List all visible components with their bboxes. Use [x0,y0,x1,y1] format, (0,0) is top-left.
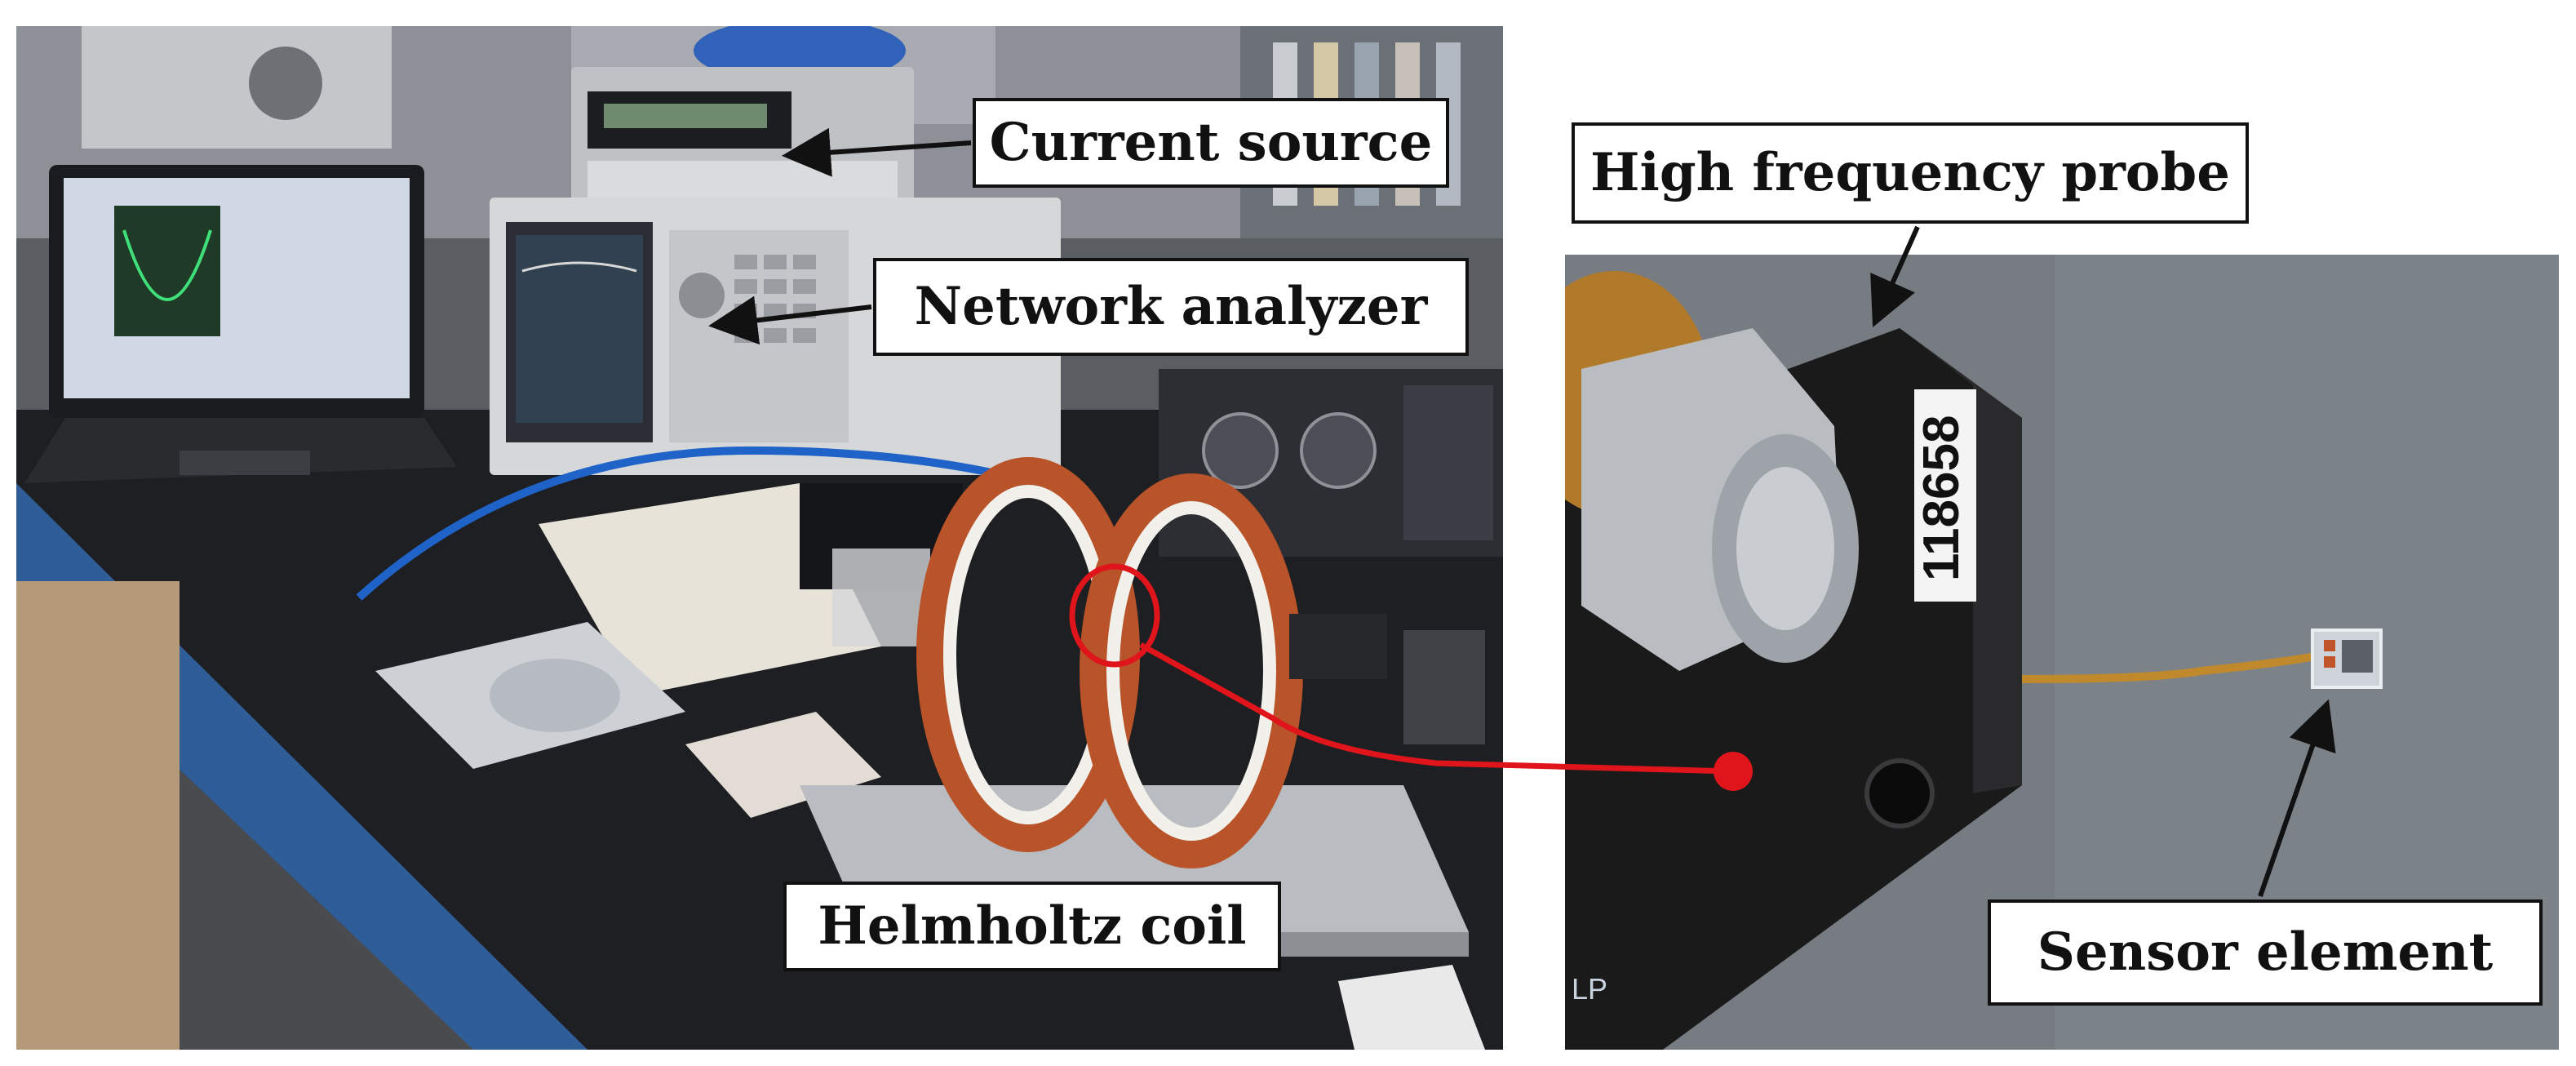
probe-serial-sticker: 118658 [1913,389,1976,602]
probe-partial-label: LP [1572,972,1607,1006]
sensor-element-label: Sensor element [1988,899,2543,1006]
current-source-label: Current source [973,98,1449,188]
sma-connector [1565,271,1859,671]
network-analyzer-label: Network analyzer [873,258,1469,356]
sinusoid-curve-on-screen [122,229,212,301]
power-supply-unit [1159,369,1503,557]
rack-instrument [82,26,392,149]
helmholtz-coil-label: Helmholtz coil [783,882,1281,971]
computer-mouse [490,659,620,732]
sensor-chip [2311,628,2383,689]
blue-coaxial-cable [356,446,1038,601]
probe-screw-hole [1864,758,1935,828]
high-frequency-probe-label: High frequency probe [1572,122,2249,224]
keyboard [539,483,881,695]
flex-cable [2021,651,2325,683]
current-source-instrument [571,67,914,214]
laptop-computer [24,165,457,483]
probe-serial-number: 118658 [1913,415,1970,581]
